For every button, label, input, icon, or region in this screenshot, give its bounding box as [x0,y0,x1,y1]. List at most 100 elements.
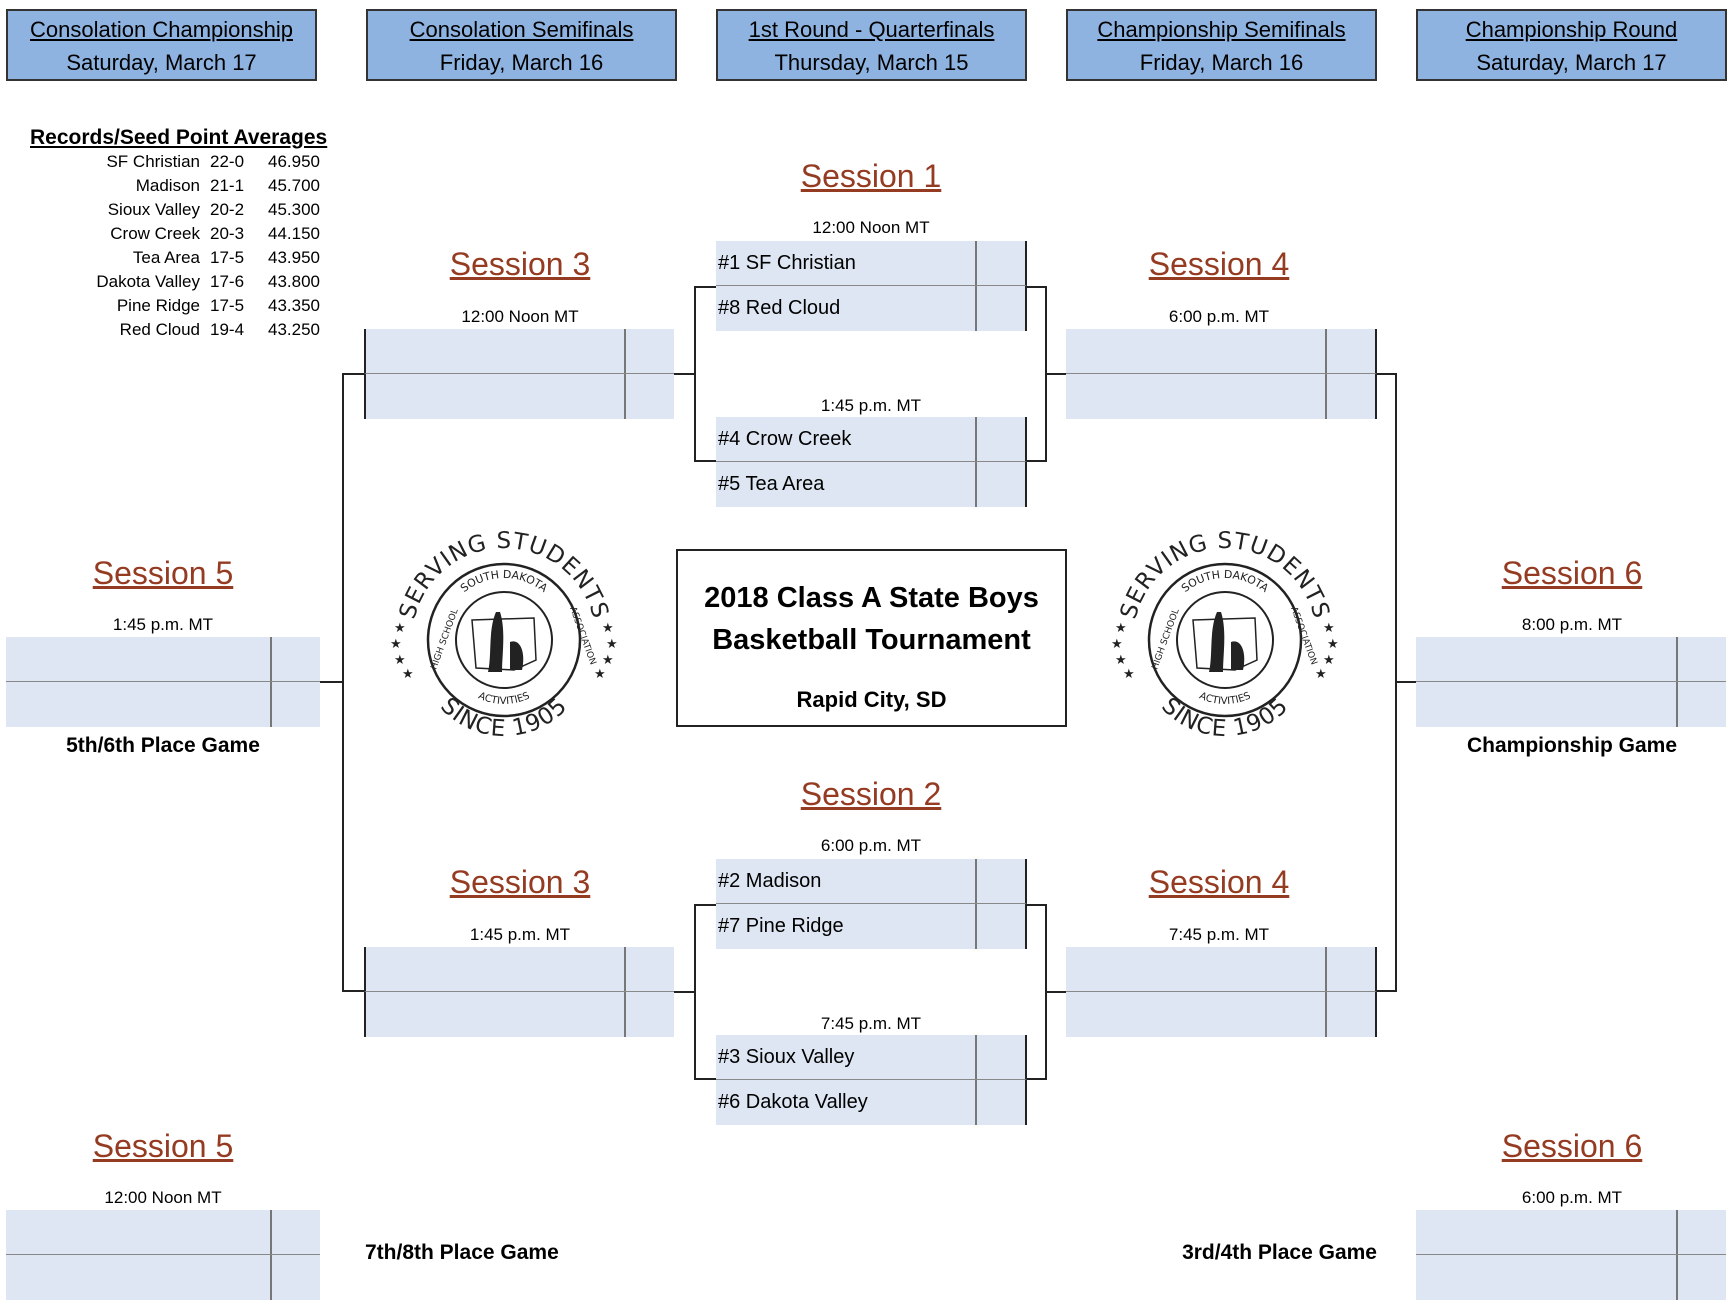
svg-text:★: ★ [394,653,406,668]
championship-semifinal-slot[interactable] [1066,992,1377,1037]
session-5-time: 1:45 p.m. MT [112,615,214,634]
svg-text:★: ★ [394,621,406,636]
quarterfinal-slot[interactable]: #7 Pine Ridge [716,904,1027,949]
score-cell[interactable] [975,1035,1025,1079]
score-cell[interactable] [1676,1255,1726,1300]
bracket-line [1045,991,1066,993]
svg-text:★: ★ [390,637,402,652]
quarterfinal-slot[interactable]: #1 SF Christian [716,241,1027,286]
consolation-semifinal-slot[interactable] [364,374,674,419]
score-cell[interactable] [270,637,320,681]
score-cell[interactable] [975,241,1025,285]
session-1-label: Session 1 [800,158,942,194]
championship-semifinal-slot[interactable] [1066,374,1377,419]
bracket-line [674,991,696,993]
svg-text:★: ★ [1123,667,1135,682]
score-cell[interactable] [1676,637,1726,681]
record-team: Tea Area [132,248,200,267]
session-3-label: Session 3 [449,864,591,900]
score-cell[interactable] [624,329,674,373]
tournament-title-line1: 2018 Class A State Boys [704,582,1039,614]
record-team: Red Cloud [119,320,200,339]
header-championship-round: Championship Round Saturday, March 17 [1416,9,1727,81]
record-wl: 17-5 [210,248,245,267]
consolation-semifinal-slot[interactable] [364,329,674,374]
record-wl: 17-6 [210,272,245,291]
tournament-title-line2: Basketball Tournament [712,624,1031,656]
bracket-line [342,990,364,992]
record-wl: 20-2 [210,200,245,219]
session-4-time: 6:00 p.m. MT [1168,307,1270,326]
fifth-place-slot[interactable] [6,637,320,682]
record-avg: 46.950 [268,152,320,171]
fifth-place-slot[interactable] [6,682,320,727]
record-team: Sioux Valley [107,200,200,219]
session-6-label: Session 6 [1501,1128,1643,1164]
championship-slot[interactable] [1416,637,1726,682]
championship-semifinal-slot[interactable] [1066,329,1377,374]
header-title: Championship Semifinals [1097,17,1346,42]
championship-semifinal-slot[interactable] [1066,947,1377,992]
score-cell[interactable] [1325,329,1375,373]
third-place-slot[interactable] [1416,1210,1726,1255]
svg-text:★: ★ [602,653,614,668]
score-cell[interactable] [975,1080,1025,1125]
header-championship-semifinals: Championship Semifinals Friday, March 16 [1066,9,1377,81]
header-date: Saturday, March 17 [66,50,257,75]
svg-text:★: ★ [1323,621,1335,636]
score-cell[interactable] [975,859,1025,903]
quarterfinal-slot[interactable]: #4 Crow Creek [716,417,1027,462]
header-quarterfinals: 1st Round - Quarterfinals Thursday, Marc… [716,9,1027,81]
consolation-semifinal-slot[interactable] [364,947,674,992]
session-4-label: Session 4 [1148,864,1290,900]
score-cell[interactable] [624,947,674,991]
record-wl: 20-3 [210,224,245,243]
header-date: Friday, March 16 [1139,50,1304,75]
quarterfinal-slot[interactable]: #8 Red Cloud [716,286,1027,331]
score-cell[interactable] [1325,947,1375,991]
score-cell[interactable] [975,462,1025,507]
score-cell[interactable] [270,1255,320,1300]
record-avg: 43.350 [268,296,320,315]
svg-text:ACTIVITIES: ACTIVITIES [477,690,532,707]
team-name: #8 Red Cloud [718,297,841,319]
svg-text:★: ★ [606,637,618,652]
score-cell[interactable] [1325,992,1375,1037]
championship-game-label: Championship Game [1466,734,1678,757]
team-name: #5 Tea Area [718,473,825,495]
score-cell[interactable] [975,417,1025,461]
score-cell[interactable] [270,682,320,727]
record-team: Madison [135,176,200,195]
championship-slot[interactable] [1416,682,1726,727]
quarterfinal-slot[interactable]: #2 Madison [716,859,1027,904]
svg-text:ACTIVITIES: ACTIVITIES [1198,690,1253,707]
score-cell[interactable] [975,286,1025,331]
bracket-line [694,904,716,906]
seventh-place-slot[interactable] [6,1255,320,1300]
session-2-label: Session 2 [800,776,942,812]
quarterfinal-slot[interactable]: #6 Dakota Valley [716,1080,1027,1125]
svg-text:★: ★ [1111,637,1123,652]
consolation-semifinal-slot[interactable] [364,992,674,1037]
score-cell[interactable] [624,374,674,419]
score-cell[interactable] [1325,374,1375,419]
score-cell[interactable] [624,992,674,1037]
session-2-time-a: 6:00 p.m. MT [820,836,922,855]
record-wl: 19-4 [210,320,245,339]
record-wl: 22-0 [210,152,245,171]
sdhsaa-logo-right: SERVING STUDENTS SINCE 1905 SOUTH DAKOTA… [1111,528,1339,742]
tournament-location: Rapid City, SD [796,687,947,712]
records-title: Records/Seed Point Averages [30,126,328,149]
score-cell[interactable] [975,904,1025,949]
quarterfinal-slot[interactable]: #5 Tea Area [716,462,1027,507]
score-cell[interactable] [1676,1210,1726,1254]
score-cell[interactable] [1676,682,1726,727]
score-cell[interactable] [270,1210,320,1254]
seventh-place-slot[interactable] [6,1210,320,1255]
third-place-slot[interactable] [1416,1255,1726,1300]
record-team: Dakota Valley [96,272,200,291]
quarterfinal-slot[interactable]: #3 Sioux Valley [716,1035,1027,1080]
bracket-line [1045,373,1066,375]
bracket-line [694,460,716,462]
record-wl: 17-5 [210,296,245,315]
